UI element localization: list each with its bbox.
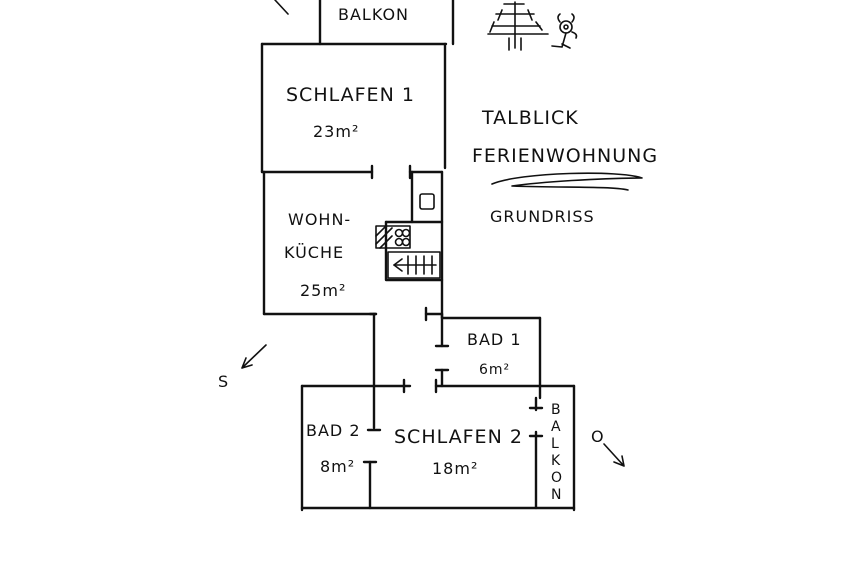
stairs-icon	[387, 251, 441, 279]
wohnkueche-area: 25m²	[300, 281, 346, 300]
title-swoosh	[491, 172, 643, 191]
bad-2-area: 8m²	[320, 457, 355, 476]
room-schlafen-1: SCHLAFEN 1 23m²	[260, 42, 448, 180]
balkon-top: BALKON	[318, 0, 455, 46]
balkon-right-letter-1: B	[551, 402, 562, 418]
flower-icon	[551, 13, 578, 49]
bad-1-label: BAD 1	[467, 330, 522, 349]
south-arrow-icon	[241, 344, 267, 369]
balkon-right-letter-6: N	[551, 487, 562, 503]
title-line-2: FERIENWOHNUNG	[472, 145, 658, 167]
bad-1-area: 6m²	[479, 362, 510, 378]
sink-icon	[419, 193, 435, 210]
compass-south: S	[218, 344, 267, 391]
schlafen-1-label: SCHLAFEN 1	[286, 84, 415, 106]
balkon-right-letter-5: O	[551, 470, 563, 486]
balkon-right-letter-2: A	[551, 419, 562, 435]
wohnkueche-label-line1: WOHN-	[288, 210, 351, 229]
schlafen-1-area: 23m²	[313, 122, 359, 141]
balkon-right-letter-3: L	[551, 436, 560, 452]
lower-block-outline	[300, 378, 576, 512]
room-bad-2: BAD 2 8m²	[306, 421, 382, 510]
room-wohnkueche: WOHN- KÜCHE 25m²	[262, 170, 444, 320]
compass-east: O	[591, 427, 625, 467]
balkon-right: B A L K O N	[528, 396, 563, 510]
title-line-1: TALBLICK	[481, 107, 579, 129]
subtitle: GRUNDRISS	[490, 207, 595, 226]
wohnkueche-label-line2: KÜCHE	[284, 243, 344, 262]
stove-icon	[375, 225, 411, 249]
schlafen-2-area: 18m²	[432, 459, 478, 478]
room-bad-1: BAD 1 6m²	[434, 312, 542, 400]
balkon-right-letter-4: K	[551, 453, 561, 469]
balkon-top-label: BALKON	[338, 5, 409, 24]
east-arrow-icon	[603, 443, 625, 467]
tree-icon	[487, 1, 549, 51]
compass-east-label: O	[591, 427, 605, 446]
corridor	[372, 306, 444, 430]
title-block: TALBLICK FERIENWOHNUNG GRUNDRISS	[472, 107, 658, 226]
sketch-tick-mark	[274, 0, 289, 15]
compass-south-label: S	[218, 372, 229, 391]
bad-2-label: BAD 2	[306, 421, 361, 440]
schlafen-2-label: SCHLAFEN 2	[394, 426, 523, 448]
room-schlafen-2: SCHLAFEN 2 18m²	[394, 426, 523, 478]
